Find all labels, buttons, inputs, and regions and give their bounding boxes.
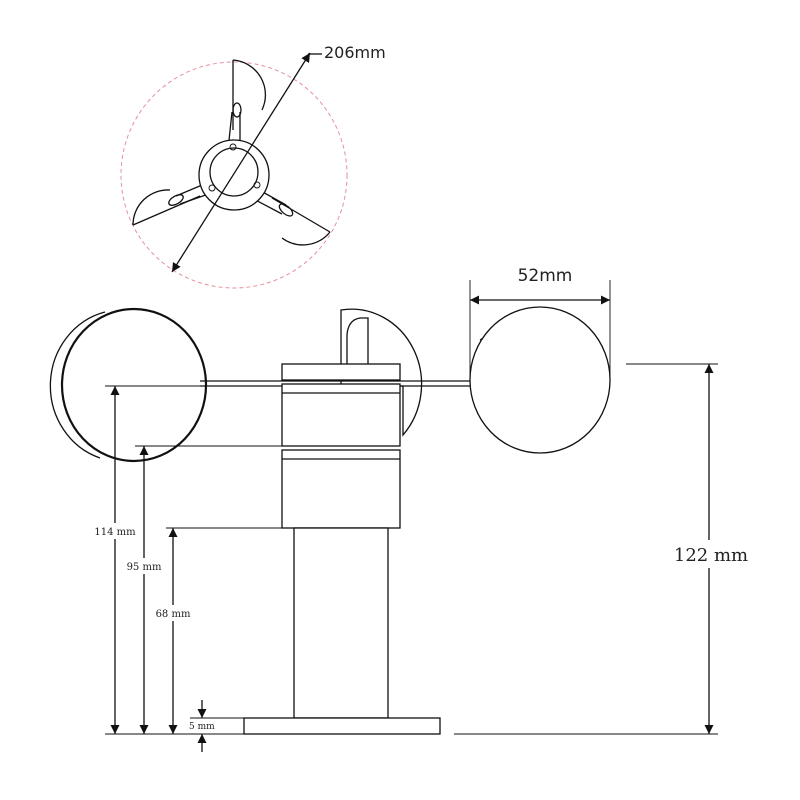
rotor-diameter-label: 206mm — [324, 43, 386, 62]
body-lower — [281, 449, 401, 529]
top-cup-north — [232, 59, 267, 130]
pole-height-label-bg — [152, 605, 196, 621]
pole — [293, 527, 389, 719]
side-view: 52mm 122 mm 114 mm 95 mm 68 mm 5 mm — [49, 266, 748, 752]
cup-bottom-height-label: 95 mm — [127, 562, 162, 573]
body-upper — [281, 383, 401, 447]
total-height-label-bg — [676, 540, 746, 568]
left-cup-rim — [60, 307, 208, 463]
body-top-cap — [281, 363, 401, 381]
top-arm-tip-west — [168, 194, 184, 206]
top-hub-inner — [209, 147, 259, 197]
cup-bottom-height-label-bg — [122, 558, 166, 574]
rotor-diameter-line — [171, 52, 311, 273]
cup-diameter-label: 52mm — [518, 266, 573, 286]
base-plate — [243, 717, 441, 735]
back-cup-inner — [346, 317, 369, 364]
rotor-circle — [120, 61, 348, 289]
left-cup-back — [49, 311, 106, 459]
base-thickness-label: 5 mm — [189, 722, 215, 732]
pole-height-label: 68 mm — [156, 609, 191, 620]
cup-center-height-label-bg — [86, 523, 138, 539]
top-cup-southeast — [271, 197, 331, 246]
cup-center-height-label: 114 mm — [94, 527, 136, 538]
top-cup-west — [132, 189, 201, 226]
top-view: 206mm — [120, 43, 386, 289]
right-cup — [469, 306, 611, 454]
top-arm-tip-north — [232, 102, 242, 118]
total-height-label: 122 mm — [674, 545, 748, 566]
